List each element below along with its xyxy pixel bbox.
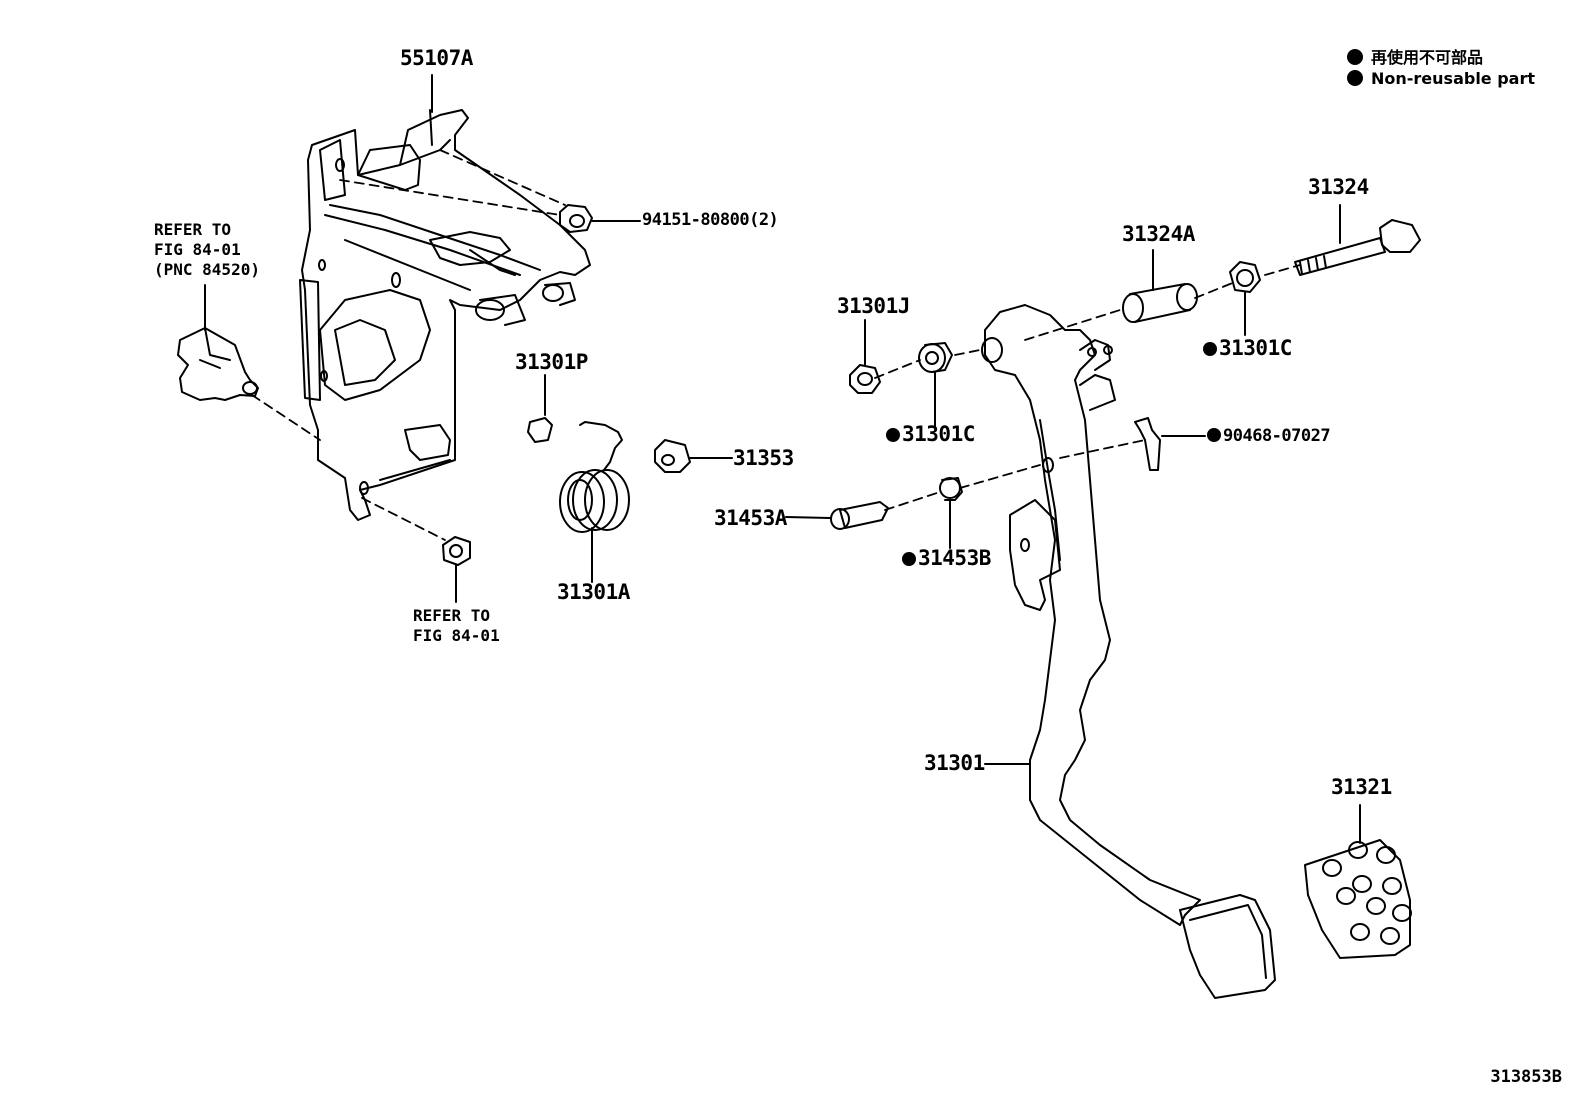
- label-pin: 31453A: [714, 506, 787, 530]
- figure-id: 313853B: [1490, 1067, 1562, 1087]
- pedal-pad-drawing: [1304, 804, 1412, 959]
- non-reusable-dot-icon: [1203, 342, 1217, 356]
- label-bush-left: 31301C: [886, 424, 975, 445]
- label-bolt: 31324: [1308, 175, 1369, 199]
- refer-switch-note: REFER TO FIG 84-01 (PNC 84520): [154, 220, 260, 280]
- bush-right-drawing: [1229, 261, 1261, 336]
- label-pedal-lever: 31301: [924, 751, 985, 775]
- bracket-nut-drawing: [442, 536, 471, 603]
- label-bush-pin-text: 31453B: [918, 546, 991, 570]
- non-reusable-dot-icon: [1347, 70, 1363, 86]
- nut-31301j-drawing: [849, 319, 881, 394]
- label-clip-90468-text: 90468-07027: [1223, 426, 1331, 446]
- bush-31453b-drawing: [939, 477, 963, 549]
- clip-31301p-drawing: [527, 374, 553, 443]
- label-bush-left-text: 31301C: [902, 422, 975, 446]
- nut-94151-drawing: [559, 204, 641, 233]
- pin-31453a-drawing: [785, 501, 889, 530]
- refer-nut-line-1: REFER TO: [413, 606, 491, 625]
- label-bush-right-text: 31301C: [1219, 336, 1292, 360]
- stop-lamp-switch-drawing: [177, 284, 259, 401]
- label-bush-right: 31301C: [1203, 338, 1292, 359]
- legend: 再使用不可部品 Non-reusable part: [1347, 44, 1535, 94]
- label-pedal-pad: 31321: [1331, 775, 1392, 799]
- pedal-lever-drawing: [981, 304, 1276, 999]
- label-nut-31301j: 31301J: [837, 294, 910, 318]
- return-spring-drawing: [559, 421, 630, 583]
- label-cushion: 31353: [733, 446, 794, 470]
- label-clip-90468: 90468-07027: [1207, 426, 1331, 446]
- label-clip-31301p: 31301P: [515, 350, 588, 374]
- refer-switch-line-2: FIG 84-01: [154, 240, 241, 259]
- refer-nut-line-2: FIG 84-01: [413, 626, 500, 645]
- non-reusable-dot-icon: [1347, 49, 1363, 65]
- legend-ja-text: 再使用不可部品: [1371, 48, 1484, 67]
- non-reusable-dot-icon: [1207, 428, 1221, 442]
- label-bracket: 55107A: [400, 46, 473, 70]
- non-reusable-dot-icon: [886, 428, 900, 442]
- cushion-31353-drawing: [654, 439, 733, 473]
- non-reusable-dot-icon: [902, 552, 916, 566]
- bush-left-drawing: [918, 342, 953, 429]
- label-bush-pin: 31453B: [902, 548, 991, 569]
- refer-nut-note: REFER TO FIG 84-01: [413, 606, 500, 646]
- legend-row-ja: 再使用不可部品: [1347, 44, 1535, 69]
- legend-row-en: Non-reusable part: [1347, 69, 1535, 94]
- label-nut-94151: 94151-80800(2): [642, 210, 779, 230]
- clip-90468-drawing: [1134, 417, 1206, 471]
- collar-31324a-drawing: [1122, 249, 1198, 323]
- refer-switch-line-1: REFER TO: [154, 220, 232, 239]
- label-spring: 31301A: [557, 580, 630, 604]
- legend-en-text: Non-reusable part: [1371, 69, 1536, 88]
- label-collar: 31324A: [1122, 222, 1195, 246]
- bolt-31324-drawing: [1294, 204, 1421, 276]
- pedal-bracket-drawing: [299, 74, 591, 521]
- refer-switch-line-3: (PNC 84520): [154, 260, 260, 279]
